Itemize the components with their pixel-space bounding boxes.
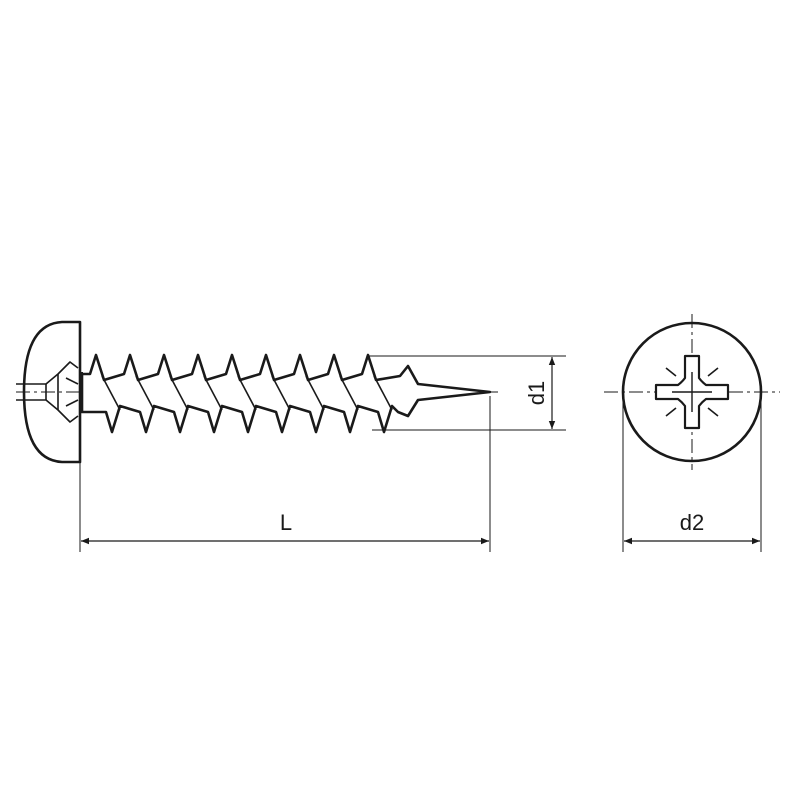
d2-dimension [622,392,762,552]
thread-helix-line [339,375,359,411]
length-label: L [280,510,292,535]
screw-thread [80,353,492,434]
pozidriv-inner-cross [672,372,712,412]
thread-helix-lines [101,375,393,411]
length-dimension [79,396,491,552]
screw-head-top-view [604,314,780,470]
thread-helix-line [271,375,291,411]
screw-side-view [16,320,498,464]
head-recess [16,361,79,423]
thread-helix-line [169,375,189,411]
thread-helix-line [203,375,223,411]
thread-helix-line [305,375,325,411]
d1-dimension [368,355,566,431]
screw-head [22,320,82,464]
thread-helix-line [237,375,257,411]
thread-helix-line [373,375,393,411]
d1-label: d1 [524,381,549,405]
thread-helix-line [101,375,121,411]
pozidriv-tick-marks [665,367,719,417]
d2-label: d2 [680,510,704,535]
thread-helix-line [135,375,155,411]
